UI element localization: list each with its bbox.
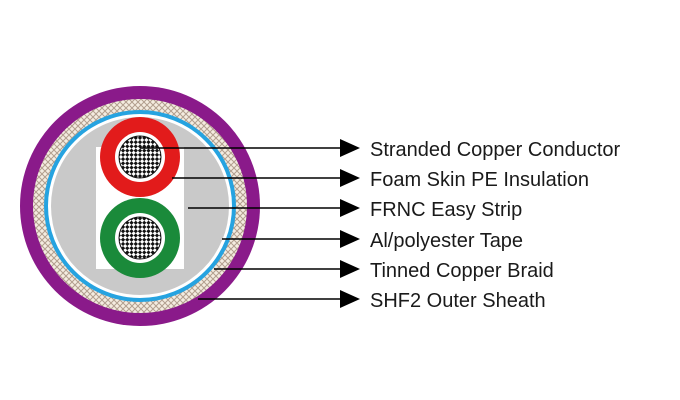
- leader-group-3: FRNC Easy Strip: [188, 199, 522, 221]
- leader-arrow: [340, 139, 360, 157]
- label-shf2-outer-sheath: SHF2 Outer Sheath: [370, 290, 546, 312]
- leader-group-4: Al/polyester Tape: [222, 230, 523, 252]
- red-core-conductor: [118, 135, 162, 179]
- label-foam-skin-pe-insulation: Foam Skin PE Insulation: [370, 169, 589, 191]
- label-frnc-easy-strip: FRNC Easy Strip: [370, 199, 522, 221]
- leader-group-1: Stranded Copper Conductor: [140, 139, 620, 161]
- green-core-conductor: [118, 216, 162, 260]
- label-tinned-copper-braid: Tinned Copper Braid: [370, 260, 554, 282]
- label-stranded-copper-conductor: Stranded Copper Conductor: [370, 139, 620, 161]
- leader-arrow: [340, 290, 360, 308]
- label-al-polyester-tape: Al/polyester Tape: [370, 230, 523, 252]
- leader-group-6: SHF2 Outer Sheath: [198, 290, 546, 312]
- leader-group-2: Foam Skin PE Insulation: [172, 169, 589, 191]
- leader-arrow: [340, 260, 360, 278]
- leader-group-5: Tinned Copper Braid: [214, 260, 554, 282]
- leader-arrow: [340, 169, 360, 187]
- leader-arrow: [340, 199, 360, 217]
- leader-arrow: [340, 230, 360, 248]
